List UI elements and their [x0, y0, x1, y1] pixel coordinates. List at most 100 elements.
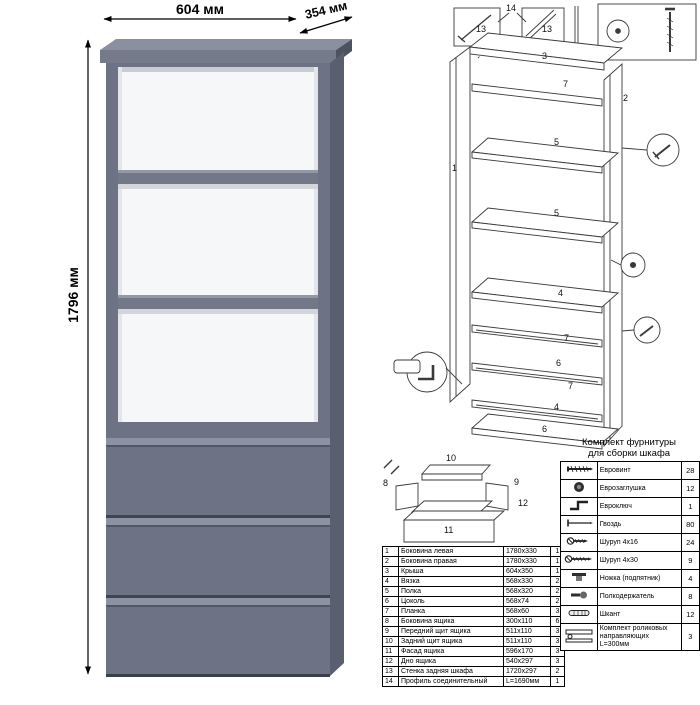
part-number-label: 3 [542, 51, 548, 61]
parts-cell-num: 7 [382, 606, 399, 617]
part-number-label: 11 [444, 525, 454, 535]
hardware-kit-title-line2: для сборки шкафа [587, 448, 671, 459]
parts-cell-size: L=1690мм [503, 676, 551, 687]
parts-cell-num: 13 [382, 666, 399, 677]
hardware-name: Шуруп 4x16 [596, 533, 682, 552]
part-number-label: 9 [514, 477, 520, 487]
part-number-label: 7 [568, 381, 574, 391]
parts-cell-size: 300x110 [503, 616, 551, 627]
parts-cell-size: 596x170 [503, 646, 551, 657]
parts-cell-num: 6 [382, 596, 399, 607]
parts-cell-name: Стенка задняя шкафа [398, 666, 504, 677]
part-number-label: 12 [518, 498, 529, 508]
parts-cell-size: 604x350 [503, 566, 551, 577]
hardware-qty: 3 [680, 623, 700, 651]
hardware-table-row: Ножка (подпятник)4 [560, 569, 700, 588]
shelf [118, 295, 318, 314]
interior-back-panel [118, 67, 318, 422]
parts-cell-num: 8 [382, 616, 399, 627]
product-photo-area: 604 мм 354 мм 1796 мм [65, 0, 353, 677]
parts-cell-size: 568x330 [503, 576, 551, 587]
drawer-assembly-area: 10 8 9 12 11 [378, 452, 540, 548]
part-number-label: 13 [476, 24, 487, 34]
parts-cell-size: 1780x330 [503, 546, 551, 557]
parts-cell-name: Задний щит ящика [398, 636, 504, 647]
parts-cell-qty: 3 [550, 656, 565, 667]
hardware-qty: 80 [680, 515, 700, 534]
part-number-label: 13 [542, 24, 553, 34]
parts-cell-size: 511x110 [503, 626, 551, 637]
parts-cell-size: 1720x297 [503, 666, 551, 677]
dimension-annotations [85, 16, 353, 675]
part-number-label: 7 [564, 333, 570, 343]
confirmat-screw-icon [560, 461, 598, 480]
parts-cell-name: Цоколь [398, 596, 504, 607]
dowel-icon [560, 605, 598, 624]
parts-cell-qty: 1 [550, 676, 565, 687]
parts-cell-size: 568x320 [503, 586, 551, 597]
foot-icon [560, 569, 598, 588]
hardware-qty: 4 [680, 569, 700, 588]
part-number-label: 8 [383, 478, 389, 488]
height-dimension-label: 1796 мм [65, 267, 81, 323]
hardware-name: Ножка (подпятник) [596, 569, 682, 588]
hardware-name: Еврозаглушка [596, 479, 682, 498]
hardware-callout-circles [393, 133, 680, 393]
part-number-label: 2 [623, 93, 629, 103]
parts-cell-num: 14 [382, 676, 399, 687]
part-number-label: 10 [446, 453, 457, 463]
parts-cell-name: Дно ящика [398, 656, 504, 667]
parts-cell-name: Передний щит ящика [398, 626, 504, 637]
bookcase [100, 39, 352, 677]
parts-cell-qty: 2 [550, 666, 565, 677]
hardware-name: Комплект роликовых направляющих L=300мм [596, 623, 682, 651]
parts-cell-name: Профиль соединительный [398, 676, 504, 687]
hardware-qty: 24 [680, 533, 700, 552]
part-number-label: 6 [556, 358, 562, 368]
hardware-name: Гвоздь [596, 515, 682, 534]
screw-icon [560, 533, 598, 552]
part-number-label: 4 [558, 288, 564, 298]
hardware-qty: 1 [680, 497, 700, 516]
parts-cell-name: Вязка [398, 576, 504, 587]
parts-cell-num: 10 [382, 636, 399, 647]
part-number-label: 5 [554, 208, 560, 218]
parts-cell-num: 3 [382, 566, 399, 577]
parts-cell-name: Полка [398, 586, 504, 597]
width-dimension-label: 604 мм [176, 1, 224, 17]
part-number-label: 6 [542, 424, 548, 434]
parts-cell-num: 5 [382, 586, 399, 597]
depth-dimension-label: 354 мм [304, 0, 349, 22]
parts-cell-name: Боковина ящика [398, 616, 504, 627]
parts-cell-num: 12 [382, 656, 399, 667]
parts-cell-name: Боковина правая [398, 556, 504, 567]
parts-cell-name: Крыша [398, 566, 504, 577]
hex-key-icon [560, 497, 598, 516]
part-number-label: 14 [506, 3, 517, 13]
hardware-name: Шкант [596, 605, 682, 624]
parts-cell-size: 568x74 [503, 596, 551, 607]
hardware-name: Евроключ [596, 497, 682, 516]
parts-cell-num: 4 [382, 576, 399, 587]
parts-cell-num: 11 [382, 646, 399, 657]
hardware-qty: 9 [680, 551, 700, 570]
screw-long-icon [560, 551, 598, 570]
hardware-name: Полкодержатель [596, 587, 682, 606]
hardware-name: Шуруп 4x30 [596, 551, 682, 570]
parts-cell-num: 9 [382, 626, 399, 637]
